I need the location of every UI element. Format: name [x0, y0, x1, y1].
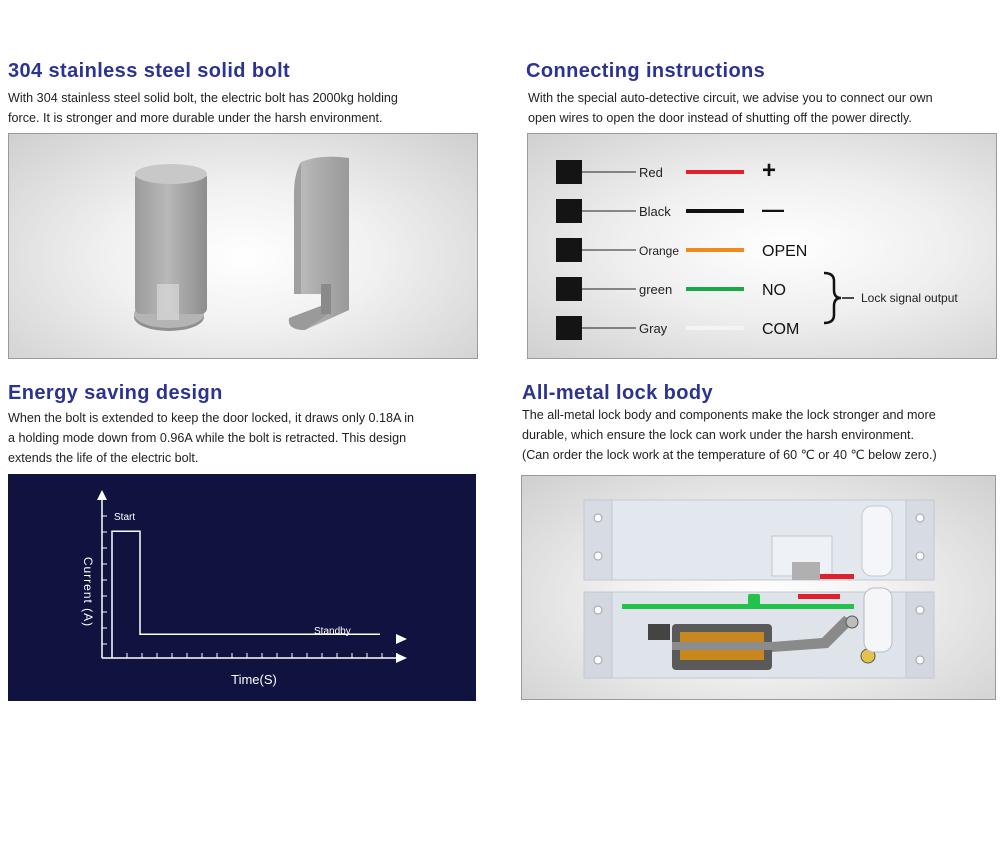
- wiring-panel: Red + Black — Orange OPEN green NO Gray COM Lock …: [527, 133, 997, 359]
- energy-desc-line2: a holding mode down from 0.96A while the…: [8, 431, 407, 445]
- solenoid-coil: [672, 624, 782, 670]
- wire-row-orange: Orange OPEN: [556, 238, 807, 262]
- bolt-desc-line1: With 304 stainless steel solid bolt, the…: [8, 91, 398, 105]
- wire-row-green: green NO: [556, 277, 786, 301]
- wire-function-label: COM: [762, 321, 799, 338]
- lock-signal-bracket: [823, 271, 854, 325]
- wiring-diagram: Red + Black — Orange OPEN green NO Gray COM Lock …: [556, 157, 958, 340]
- wire-color-label: green: [639, 282, 672, 297]
- metal-desc: The all-metal lock body and components m…: [522, 405, 937, 465]
- standby-arrow: [396, 634, 407, 644]
- connect-desc-line1: With the special auto-detective circuit,…: [528, 91, 933, 105]
- green-circuit-trace: [622, 604, 854, 609]
- wire-color-label: Red: [639, 165, 663, 180]
- energy-desc-line3: extends the life of the electric bolt.: [8, 451, 199, 465]
- connect-title: Connecting instructions: [526, 60, 766, 82]
- flat-bolt-shape: [288, 156, 349, 330]
- bolt-title: 304 stainless steel solid bolt: [8, 60, 291, 82]
- terminal-block: [556, 160, 582, 184]
- wire-row-black: Black —: [556, 197, 784, 223]
- energy-desc-line1: When the bolt is extended to keep the do…: [8, 411, 415, 425]
- terminal-block: [556, 199, 582, 223]
- steel-bolts-illustration: [134, 156, 349, 331]
- bolt-image-panel: [8, 133, 478, 359]
- lever-arm: [772, 616, 854, 652]
- lock-body-illustration: [583, 499, 935, 679]
- y-axis-arrow: [97, 490, 107, 500]
- lock-signal-label: Lock signal output: [861, 291, 958, 305]
- standby-annotation: Standby: [314, 626, 351, 637]
- connect-desc-line2: open wires to open the door instead of s…: [528, 111, 912, 125]
- wire-row-red: Red +: [556, 157, 776, 184]
- wire-function-label: OPEN: [762, 243, 807, 260]
- connect-desc: With the special auto-detective circuit,…: [528, 88, 933, 128]
- energy-title: Energy saving design: [8, 382, 223, 404]
- metal-title: All-metal lock body: [522, 382, 713, 404]
- wire-function-label: +: [762, 157, 776, 184]
- wire-color-label: Orange: [639, 244, 679, 258]
- start-annotation: Start: [114, 512, 135, 523]
- lock-mechanism-plate: [583, 587, 935, 679]
- current-chart: Start Standby Current (A) Time(S): [81, 490, 407, 687]
- wire-color-label: Black: [639, 204, 671, 219]
- round-bolt-shape: [134, 164, 207, 331]
- terminal-block: [556, 316, 582, 340]
- bolt-desc-line2: force. It is stronger and more durable u…: [8, 111, 383, 125]
- wire-row-gray: Gray COM: [556, 316, 799, 340]
- metal-desc-line3: (Can order the lock work at the temperat…: [522, 448, 937, 462]
- lock-body-image-panel: [521, 475, 996, 700]
- chart-axes: [97, 490, 407, 663]
- metal-desc-line1: The all-metal lock body and components m…: [522, 408, 936, 422]
- terminal-block: [556, 277, 582, 301]
- lock-cover-plate: [583, 499, 935, 581]
- wire-color-label: Gray: [639, 321, 668, 336]
- y-axis-label: Current (A): [81, 557, 95, 627]
- wire-function-label: —: [762, 197, 784, 222]
- energy-desc: When the bolt is extended to keep the do…: [8, 408, 414, 468]
- metal-desc-line2: durable, which ensure the lock can work …: [522, 428, 915, 442]
- x-axis-arrow: [396, 653, 407, 663]
- current-chart-panel: Start Standby Current (A) Time(S): [8, 474, 476, 701]
- terminal-block: [556, 238, 582, 262]
- bolt-desc: With 304 stainless steel solid bolt, the…: [8, 88, 398, 128]
- current-series-line: [111, 530, 380, 658]
- wire-function-label: NO: [762, 282, 786, 299]
- x-axis-label: Time(S): [231, 672, 277, 687]
